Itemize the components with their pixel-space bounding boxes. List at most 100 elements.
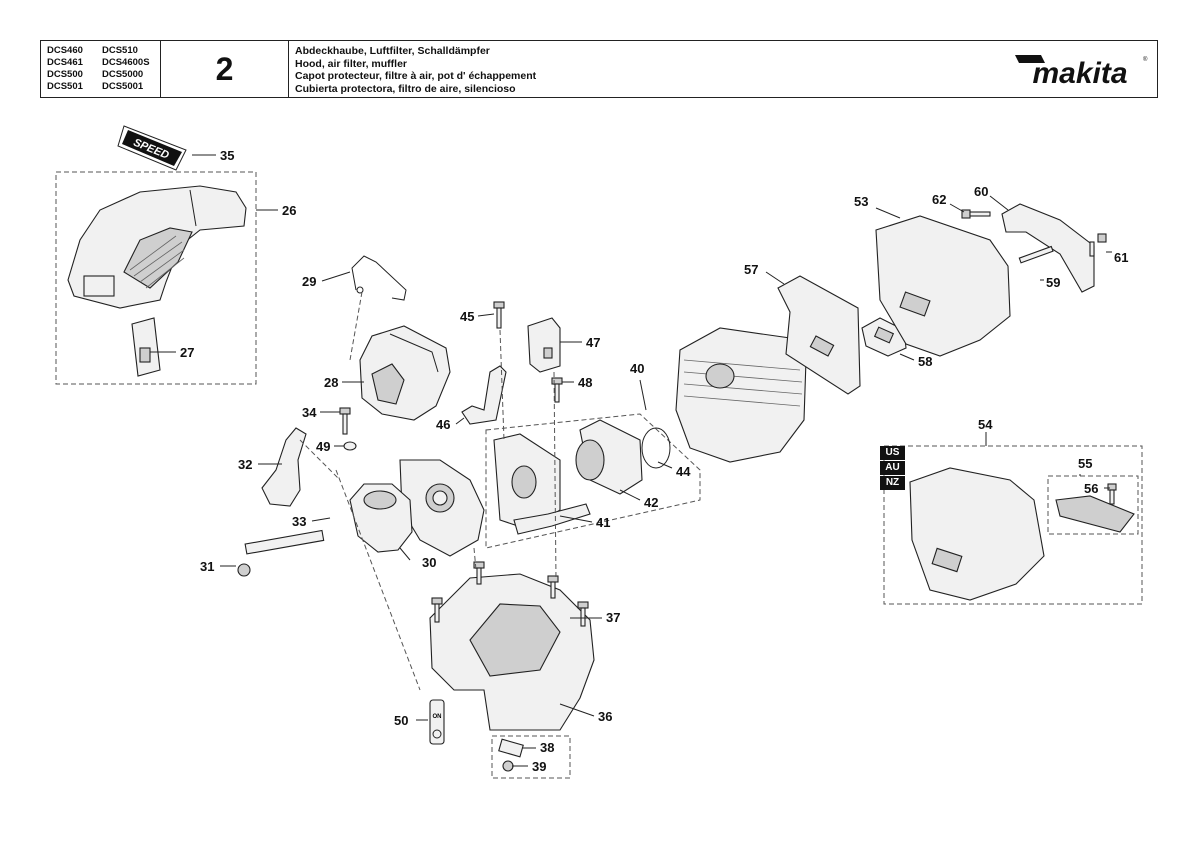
label-44: 44 <box>676 464 691 479</box>
screw-62 <box>961 209 991 219</box>
air-filter-cover <box>359 325 451 421</box>
spring-loop <box>356 286 364 294</box>
stop-switch: ON <box>429 699 445 745</box>
title-block: DCS460 DCS510 DCS461 DCS4600S DCS500 DCS… <box>40 40 1158 98</box>
intake-manifold <box>349 483 413 553</box>
model-code: DCS461 <box>47 57 83 68</box>
page-number: 2 <box>161 41 289 97</box>
brand-wordmark: makita <box>1032 57 1127 90</box>
wire-spring <box>351 255 407 301</box>
model-code: DCS501 <box>47 81 83 92</box>
block-47 <box>527 317 561 373</box>
label-26: 26 <box>282 203 296 218</box>
label-34: 34 <box>302 405 317 420</box>
carburetor <box>399 459 485 557</box>
label-46: 46 <box>436 417 450 432</box>
assembly-lines <box>299 291 557 691</box>
small-parts-box <box>491 735 571 779</box>
spark-screen-box <box>1047 475 1139 535</box>
intake-flange <box>493 433 561 531</box>
label-38: 38 <box>540 740 554 755</box>
model-code: DCS500 <box>47 69 83 80</box>
cylinder <box>675 327 807 463</box>
label-29: 29 <box>302 274 316 289</box>
label-37: 37 <box>606 610 620 625</box>
section-titles: Abdeckhaube, Luftfilter, Schalldämpfer H… <box>289 41 1157 97</box>
switch-on-label: ON <box>433 714 442 720</box>
bolt-31 <box>237 529 325 577</box>
plate-38 <box>498 738 524 758</box>
label-48: 48 <box>578 375 592 390</box>
region-nz: NZ <box>880 476 905 490</box>
label-56: 56 <box>1084 481 1098 496</box>
model-code: DCS510 <box>102 45 138 56</box>
gasket-port <box>873 326 895 344</box>
label-58: 58 <box>918 354 932 369</box>
model-list: DCS460 DCS510 DCS461 DCS4600S DCS500 DCS… <box>41 41 161 97</box>
screw-top-1 <box>473 561 485 585</box>
screw-61 <box>1089 233 1107 257</box>
impulse-hose <box>513 503 591 535</box>
muffler <box>875 215 1011 357</box>
label-27: 27 <box>180 345 194 360</box>
label-36: 36 <box>598 709 612 724</box>
screw-top-2 <box>547 575 559 599</box>
label-54: 54 <box>978 417 993 432</box>
hood-clip <box>131 317 161 377</box>
flange-group-box <box>485 413 701 549</box>
model-code: DCS5001 <box>102 81 144 92</box>
shield-port <box>809 335 835 357</box>
spark-screen <box>1055 495 1135 533</box>
label-62: 62 <box>932 192 946 207</box>
intake-boot <box>575 419 643 495</box>
screw-left <box>431 597 443 623</box>
screw-39 <box>502 760 514 772</box>
label-30: 30 <box>422 555 436 570</box>
o-ring-44 <box>641 427 671 469</box>
region-muffler-box <box>883 445 1143 605</box>
part-labels: 35 26 27 29 28 34 49 32 33 31 30 45 46 4… <box>180 148 1128 774</box>
title-fr: Capot protecteur, filtre à air, pot d' é… <box>295 70 537 82</box>
label-28: 28 <box>324 375 338 390</box>
region-au: AU <box>880 461 905 475</box>
label-55: 55 <box>1078 456 1092 471</box>
label-61: 61 <box>1114 250 1128 265</box>
label-60: 60 <box>974 184 988 199</box>
bolt-59 <box>1018 245 1054 264</box>
speed-sticker: SPEED <box>117 125 187 171</box>
label-35: 35 <box>220 148 234 163</box>
muffler-us <box>909 467 1045 601</box>
model-code: DCS4600S <box>102 57 150 68</box>
label-47: 47 <box>586 335 600 350</box>
title-es: Cubierta protectora, filtro de aire, sil… <box>295 82 516 95</box>
label-49: 49 <box>316 439 330 454</box>
label-59: 59 <box>1046 275 1060 290</box>
label-32: 32 <box>238 457 252 472</box>
model-code: DCS5000 <box>102 69 144 80</box>
svg-text:®: ® <box>1143 56 1148 63</box>
hood-group-box <box>55 171 257 385</box>
crankcase-housing <box>429 573 595 731</box>
label-39: 39 <box>532 759 546 774</box>
region-tag: US AU NZ <box>880 446 905 491</box>
screw-37 <box>577 601 589 627</box>
label-50: 50 <box>394 713 408 728</box>
title-en: Hood, air filter, muffler <box>295 57 408 70</box>
label-40: 40 <box>630 361 644 376</box>
bracket-46 <box>461 365 507 425</box>
label-45: 45 <box>460 309 474 324</box>
label-42: 42 <box>644 495 658 510</box>
heat-shield-57 <box>777 275 861 395</box>
region-us: US <box>880 446 905 460</box>
leader-lines <box>150 154 1112 767</box>
makita-logo: makita ® <box>1015 55 1148 90</box>
muffler-bracket <box>1001 203 1095 293</box>
screw-48 <box>551 377 563 403</box>
label-57: 57 <box>744 262 758 277</box>
screw-56 <box>1107 483 1117 505</box>
model-code: DCS460 <box>47 45 83 56</box>
screw-45 <box>493 301 505 329</box>
title-de: Abdeckhaube, Luftfilter, Schalldämpfer <box>295 45 490 57</box>
washer-49 <box>343 441 357 451</box>
